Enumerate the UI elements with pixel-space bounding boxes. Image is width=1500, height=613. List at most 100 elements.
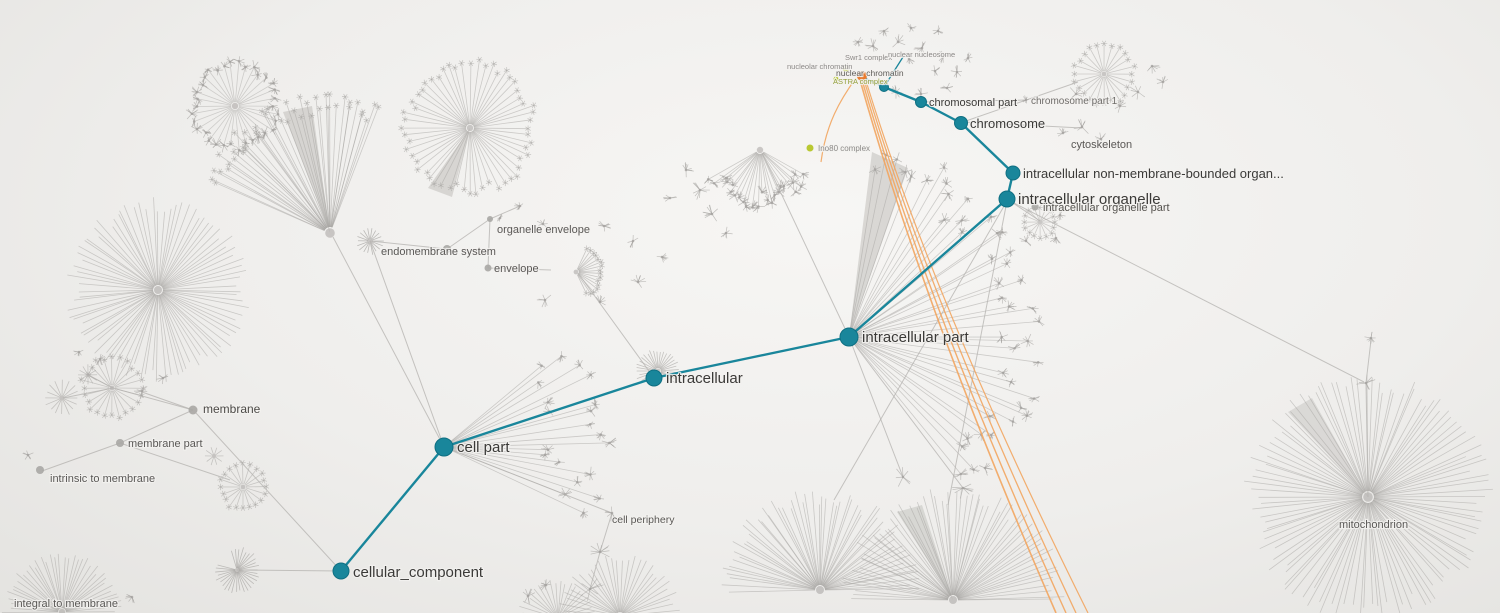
leaf-burst: [790, 170, 801, 179]
term-label[interactable]: endomembrane system: [380, 245, 497, 259]
term-node[interactable]: [484, 264, 492, 272]
term-node[interactable]: [36, 466, 44, 474]
leaf-burst: [1364, 331, 1376, 344]
node-label[interactable]: cellular_component: [352, 563, 485, 582]
node-label[interactable]: cell part: [456, 438, 512, 457]
leaf-burst: [1069, 87, 1083, 100]
leaf-burst: [536, 361, 546, 370]
fan-wedge: [897, 505, 953, 600]
term-node[interactable]: [443, 245, 451, 253]
term-label[interactable]: Swr1 complex: [844, 52, 894, 63]
graph-edge: [848, 336, 904, 478]
term-label[interactable]: Ino80 complex: [817, 143, 871, 154]
term-label[interactable]: mitochondrion: [1338, 518, 1409, 532]
term-label[interactable]: membrane: [202, 401, 262, 417]
node-label[interactable]: intracellular part: [861, 328, 971, 347]
term-label[interactable]: organelle envelope: [496, 223, 591, 237]
graph-edge: [962, 121, 1083, 129]
node-intracellular-non-membrane-bounded-organ[interactable]: [1005, 165, 1021, 181]
term-label[interactable]: membrane part: [127, 437, 204, 451]
leaf-burst: [220, 61, 231, 69]
leaf-burst: [969, 464, 980, 474]
leaf-burst: [133, 385, 148, 400]
term-label[interactable]: ASTRA complex: [832, 76, 889, 87]
leaf-burst: [709, 180, 721, 188]
highlight-node-orange[interactable]: [857, 71, 867, 81]
leaf-burst: [585, 421, 595, 429]
leaf-burst: [601, 437, 617, 449]
graph-edge: [920, 99, 1027, 103]
highlight-node-green[interactable]: [806, 144, 814, 152]
term-label[interactable]: nucleolar chromatin: [786, 61, 854, 72]
leaf-burst: [878, 27, 889, 37]
leaf-burst: [210, 137, 223, 149]
term-label[interactable]: nuclear chromatin: [835, 67, 905, 79]
leaf-burst: [1020, 333, 1034, 348]
graph-edge: [369, 240, 445, 448]
leaf-burst: [191, 116, 196, 127]
term-cluster: [78, 364, 98, 385]
leaf-burst: [95, 353, 105, 366]
term-label[interactable]: intracellular organelle part: [1042, 201, 1171, 215]
highlight-node-green[interactable]: [833, 76, 839, 82]
term-label[interactable]: intrinsic to membrane: [49, 472, 156, 486]
node-label[interactable]: intracellular non-membrane-bounded organ…: [1022, 165, 1285, 182]
node-cell-part[interactable]: [434, 437, 454, 457]
leaf-burst: [726, 187, 735, 197]
leaf-burst: [248, 136, 258, 146]
leaf-burst: [1016, 400, 1028, 413]
leaf-burst: [1130, 85, 1145, 100]
term-label[interactable]: cell periphery: [611, 513, 676, 527]
leaf-burst: [692, 182, 710, 200]
node-cellular-component[interactable]: [332, 562, 350, 580]
term-label[interactable]: cytoskeleton: [1070, 138, 1133, 152]
term-label[interactable]: envelope: [493, 262, 540, 276]
leaf-burst: [931, 65, 940, 76]
term-cluster: [1244, 374, 1493, 613]
leaf-burst: [1156, 75, 1169, 89]
leaf-burst: [770, 190, 781, 202]
node-chromosome[interactable]: [954, 116, 968, 130]
leaf-burst: [914, 87, 928, 100]
term-label[interactable]: integral to membrane: [13, 597, 119, 611]
node-label[interactable]: chromosome: [969, 115, 1046, 132]
highlight-node-green[interactable]: [843, 66, 849, 72]
node-intracellular[interactable]: [645, 369, 663, 387]
graph-edge: [62, 387, 114, 399]
edge-layer: [41, 81, 1372, 590]
term-label[interactable]: chromosome part 1: [1030, 95, 1119, 108]
leaf-burst: [1032, 314, 1045, 327]
term-node[interactable]: [487, 216, 493, 222]
graph-edge: [962, 81, 1079, 123]
leaf-burst: [191, 86, 203, 97]
graph-edge: [833, 200, 1008, 501]
node-chromosomal-part[interactable]: [915, 96, 927, 108]
node-unlabeled[interactable]: [879, 82, 889, 92]
node-intracellular-organelle[interactable]: [998, 190, 1016, 208]
node-label[interactable]: intracellular: [665, 369, 744, 388]
leaf-burst: [219, 140, 229, 153]
graph-edge: [487, 267, 552, 271]
leaf-burst: [742, 201, 752, 212]
leaf-burst: [795, 180, 807, 191]
graph-edge: [112, 387, 194, 411]
node-label[interactable]: intracellular organelle: [1017, 190, 1162, 209]
leaf-burst: [913, 41, 926, 56]
term-label[interactable]: nuclear nucleosome: [887, 49, 956, 60]
selected-chain-edge: [883, 56, 904, 88]
leaf-burst: [738, 196, 750, 208]
term-node[interactable]: [1031, 203, 1039, 211]
leaf-burst: [940, 82, 953, 93]
graph-edge: [1011, 201, 1365, 383]
leaf-burst: [941, 177, 953, 188]
leaf-burst: [950, 65, 963, 78]
term-node[interactable]: [116, 439, 124, 447]
leaf-burst: [790, 186, 802, 197]
node-label[interactable]: chromosomal part: [928, 96, 1018, 110]
node-layer: [332, 66, 1021, 580]
term-node[interactable]: [188, 405, 198, 415]
leaf-burst: [553, 458, 565, 466]
leaf-burst: [996, 330, 1009, 344]
node-intracellular-part[interactable]: [839, 327, 859, 347]
